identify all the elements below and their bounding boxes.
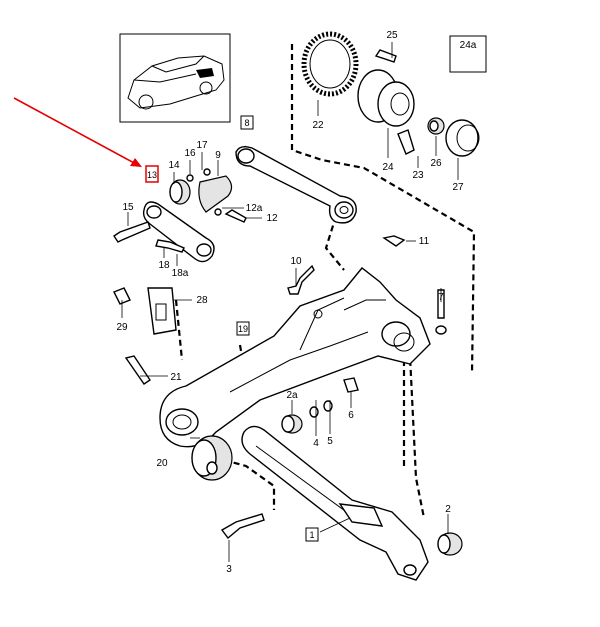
callout-24a: 24a [460,40,477,51]
number-callouts: 2 2a 3 4 5 6 7 9 10 11 12 12a 14 15 16 1… [116,30,464,575]
small-bushings [281,400,333,434]
callout-5: 5 [327,436,333,447]
callout-26: 26 [430,158,442,169]
rear-carrier [159,267,431,448]
car-thumbnail [119,33,231,123]
callout-20: 20 [156,458,168,469]
callout-12: 12 [266,213,278,224]
callout-10: 10 [290,256,302,267]
bushing-large [191,435,233,481]
callout-7: 7 [438,292,444,303]
upper-control-arm [235,145,357,224]
pointer-arrow [13,97,142,167]
small-link-arm [142,168,233,263]
callout-14: 14 [168,160,180,171]
callout-9: 9 [215,150,221,161]
callout-2: 2 [445,504,451,515]
callout-23: 23 [412,170,424,181]
callout-3: 3 [226,564,232,575]
callout-29: 29 [116,322,128,333]
boxed-callouts: 8 19 1 24a [236,35,487,542]
callout-2a: 2a [286,390,298,401]
bushing-2 [437,532,463,556]
callout-18: 18 [158,260,170,271]
callout-28: 28 [196,295,208,306]
callout-27: 27 [452,182,464,193]
callout-22: 22 [312,120,324,131]
callout-16: 16 [184,148,196,159]
callout-1: 1 [309,530,314,540]
callout-18a: 18a [172,268,189,279]
leader-lines [121,42,459,562]
callout-13-label: 13 [147,170,157,180]
callout-25: 25 [386,30,398,41]
callout-15: 15 [122,202,134,213]
callout-6: 6 [348,410,354,421]
highlighted-callout-13[interactable]: 13 [145,165,159,183]
lower-trailing-arm [241,425,429,581]
callout-19: 19 [238,324,248,334]
callout-17: 17 [196,140,208,151]
callout-12a: 12a [246,203,263,214]
callout-11: 11 [419,236,430,247]
callout-21: 21 [170,372,182,383]
wheel-hub-assembly [301,31,480,157]
callout-8: 8 [244,118,249,128]
callout-24: 24 [382,162,394,173]
bolts [113,47,483,540]
clamp-plate [147,287,177,335]
callout-4: 4 [313,438,319,449]
